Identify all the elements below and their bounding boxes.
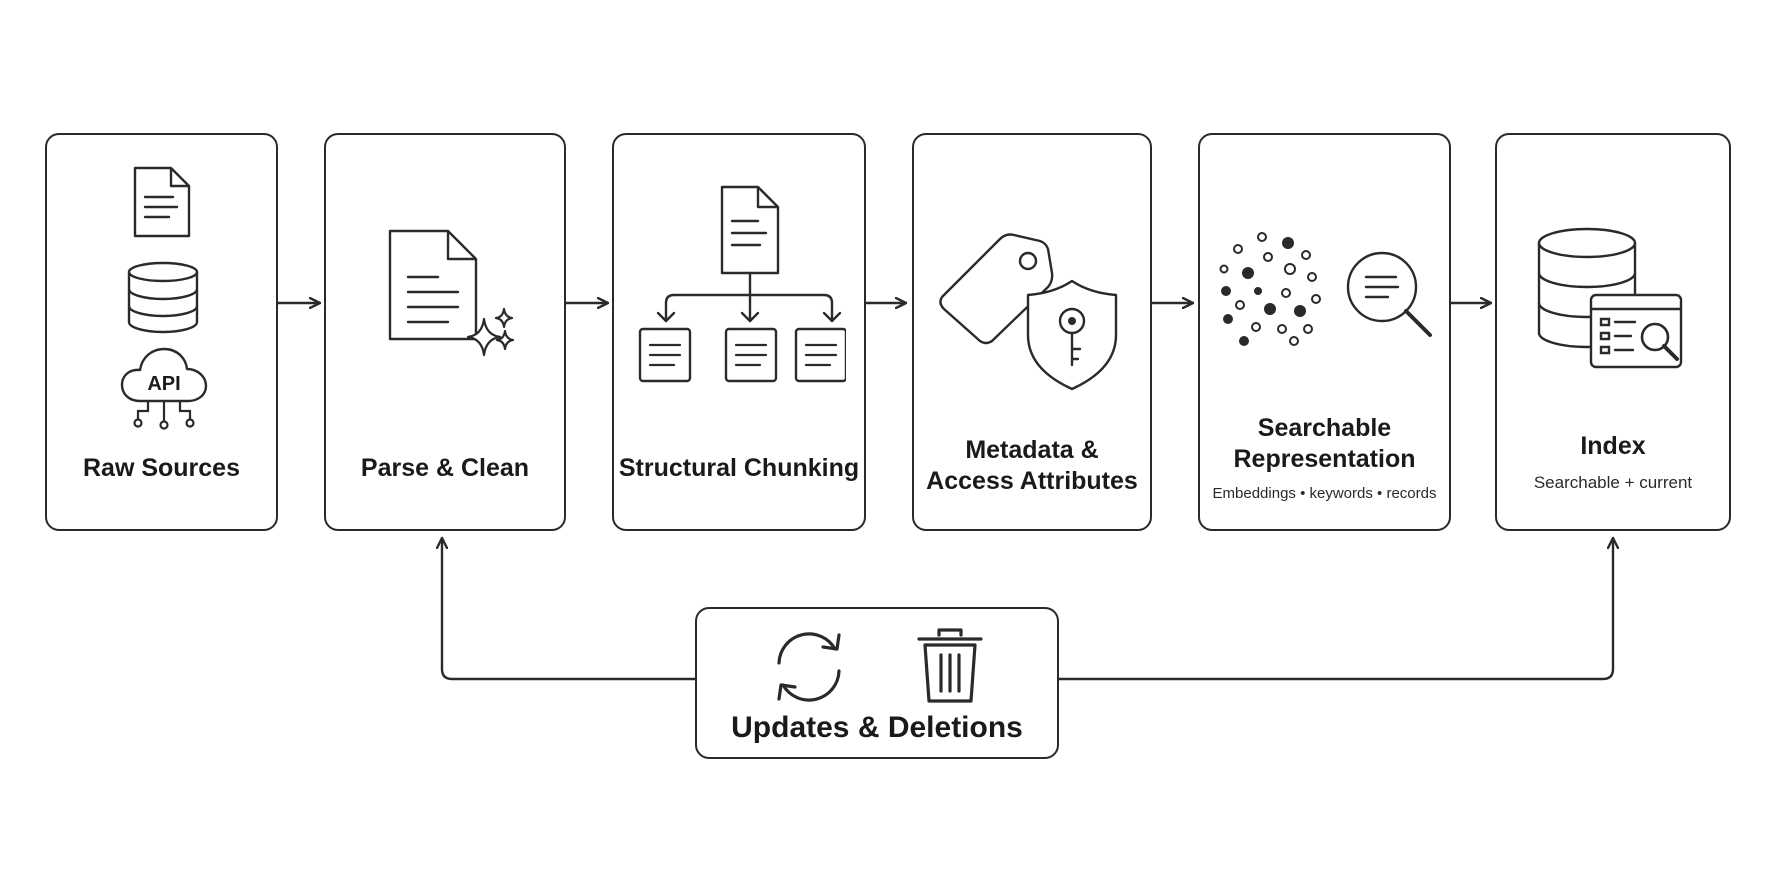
dot-cloud-icon — [1218, 229, 1328, 349]
stage-subtitle: Searchable + current — [1533, 473, 1693, 492]
database-search-icon — [1535, 223, 1685, 373]
document-split-icon — [634, 183, 846, 383]
database-icon — [125, 260, 201, 336]
stage-title: Parse & Clean — [360, 454, 530, 482]
stage-subtitle: Embeddings • keywords • records — [1212, 485, 1437, 502]
feedback-arrow-right — [1057, 536, 1613, 681]
document-sparkle-icon — [386, 227, 516, 357]
feedback-arrow-left — [442, 536, 697, 681]
updates-deletions-box: Updates & Deletions — [695, 607, 1059, 759]
cloud-api-icon: API — [118, 343, 210, 431]
stage-index: Index Searchable + current — [1495, 133, 1731, 531]
magnifier-icon — [1344, 249, 1440, 345]
stage-title: Structural Chunking — [618, 454, 860, 482]
stage-metadata-access: Metadata & Access Attributes — [912, 133, 1152, 531]
stage-title: Raw Sources — [82, 454, 240, 482]
document-icon — [131, 164, 195, 242]
stage-parse-clean: Parse & Clean — [324, 133, 566, 531]
stage-title: Searchable Representation — [1233, 414, 1416, 473]
refresh-icon — [769, 627, 849, 707]
tag-icon — [936, 227, 1056, 347]
api-label: API — [147, 373, 180, 395]
stage-title: Index — [1580, 432, 1646, 460]
stage-title: Metadata & Access Attributes — [926, 436, 1138, 495]
stage-searchable-representation: Searchable Representation Embeddings • k… — [1198, 133, 1451, 531]
shield-key-icon — [1022, 277, 1122, 393]
stage-structural-chunking: Structural Chunking — [612, 133, 866, 531]
trash-icon — [915, 627, 985, 707]
stage-raw-sources: API Raw Sources — [45, 133, 278, 531]
updates-deletions-title: Updates & Deletions — [731, 711, 1023, 744]
